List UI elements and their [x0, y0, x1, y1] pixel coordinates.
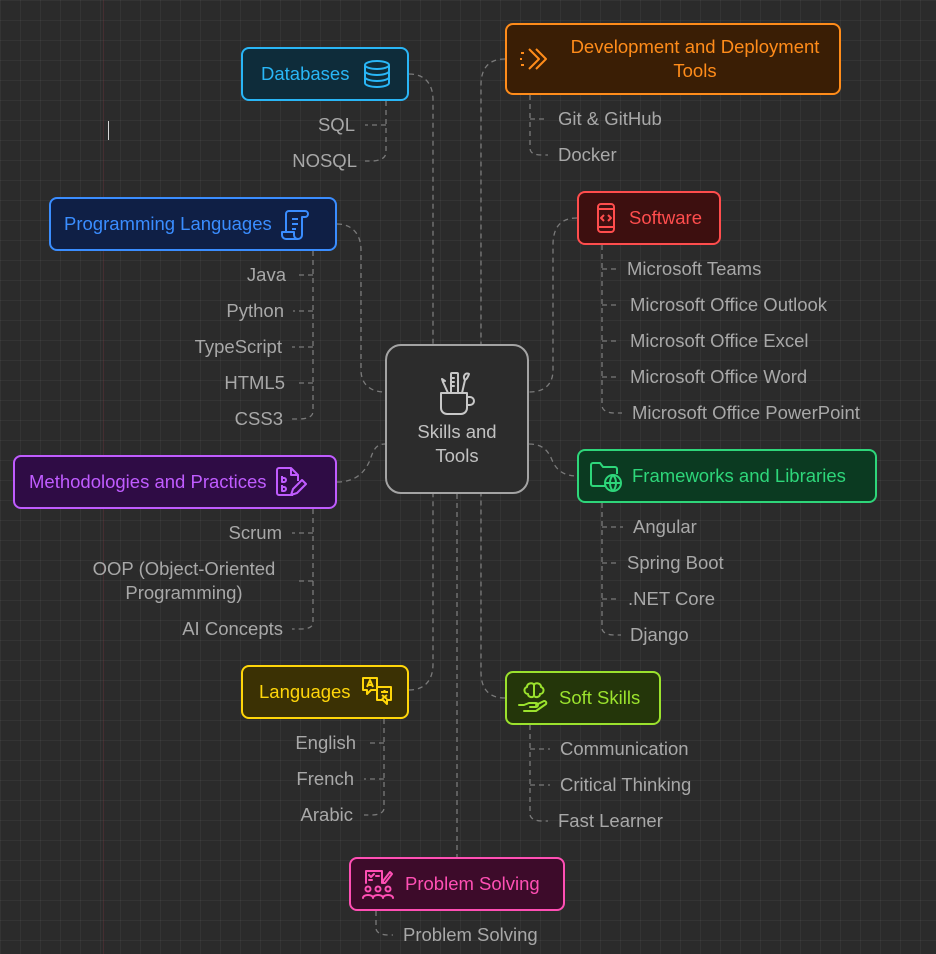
frameworks-item: Spring Boot [627, 552, 724, 573]
category-languages-label: Languages [259, 681, 351, 702]
databases-item: SQL [317, 114, 355, 135]
category-software-label: Software [629, 207, 703, 228]
software-item: Microsoft Office PowerPoint [632, 402, 860, 423]
category-softskills[interactable]: Soft Skills [505, 671, 661, 725]
software-item: Microsoft Office Outlook [630, 294, 828, 315]
leaf-line-methodologies [292, 509, 314, 630]
software-item: Microsoft Office Excel [630, 330, 809, 351]
programming-item: Java [246, 264, 286, 285]
category-devtools[interactable]: Development and Deployment Tools [505, 23, 841, 95]
frameworks-item: Django [630, 624, 689, 645]
softskills-item: Critical Thinking [560, 774, 692, 795]
methodologies-item: AI Concepts [182, 618, 283, 639]
languages-item: English [295, 732, 356, 753]
software-item: Microsoft Teams [627, 258, 762, 279]
databases-item: NOSQL [292, 150, 357, 171]
devtools-item: Docker [558, 144, 617, 165]
programming-item: TypeScript [194, 336, 282, 357]
script-scroll-icon [280, 210, 309, 240]
leaf-line-programming [292, 251, 314, 420]
connector-frameworks [528, 443, 578, 477]
problemsolving-item: Problem Solving [403, 924, 538, 945]
programming-item: Python [226, 300, 284, 321]
leaf-line-software [601, 245, 622, 414]
category-programming-label: Programming Languages [64, 213, 272, 234]
languages-item: French [296, 768, 354, 789]
category-databases[interactable]: Databases [241, 47, 409, 101]
mobile-code-icon [597, 203, 615, 233]
frameworks-item: .NET Core [628, 588, 716, 609]
pen-cup-icon [440, 372, 475, 415]
category-databases-label: Databases [261, 63, 350, 84]
connector-methodologies [336, 443, 386, 483]
softskills-item: Fast Learner [558, 810, 663, 831]
category-languages[interactable]: Languages [241, 665, 409, 719]
connector-databases [408, 73, 434, 344]
category-programming[interactable]: Programming Languages [49, 197, 337, 251]
database-icon [364, 60, 391, 89]
brain-hand-icon [518, 682, 548, 712]
leaf-line-softskills [529, 725, 548, 822]
center-title: Skills and Tools [417, 421, 497, 466]
leaf-line-frameworks [601, 503, 621, 636]
category-frameworks[interactable]: Frameworks and Libraries [577, 449, 877, 503]
category-methodologies-label: Methodologies and Practices [29, 471, 267, 492]
team-checklist-icon [362, 870, 394, 899]
connector-languages [408, 494, 434, 691]
leaf-line-languages [364, 719, 385, 816]
methodologies-item: Scrum [228, 522, 282, 543]
leaf-line-devtools [529, 95, 548, 156]
category-methodologies[interactable]: Methodologies and Practices [13, 455, 337, 509]
category-devtools-label: Development and Deployment Tools [570, 36, 820, 81]
category-frameworks-label: Frameworks and Libraries [632, 465, 846, 486]
softskills-item: Communication [560, 738, 689, 759]
leaf-line-problemsolving [375, 911, 393, 936]
category-problemsolving-label: Problem Solving [405, 873, 540, 894]
languages-item: Arabic [300, 804, 353, 825]
methodologies-item: OOP (Object-Oriented Programming) [92, 558, 276, 603]
category-software[interactable]: Software [577, 191, 721, 245]
connector-programming [336, 223, 386, 393]
software-item: Microsoft Office Word [630, 366, 808, 387]
connector-devtools [480, 58, 506, 344]
devtools-item: Git & GitHub [558, 108, 662, 129]
programming-item: CSS3 [234, 408, 283, 429]
center-node[interactable]: Skills and Tools [385, 344, 529, 494]
chevrons-right-icon [520, 48, 547, 70]
translate-icon [361, 677, 392, 705]
category-problemsolving[interactable]: Problem Solving [349, 857, 565, 911]
category-softskills-label: Soft Skills [559, 687, 641, 708]
connector-softskills [480, 494, 506, 699]
programming-item: HTML5 [224, 372, 285, 393]
text-cursor [108, 121, 109, 140]
document-edit-icon [275, 467, 307, 496]
leaf-line-databases [365, 101, 387, 162]
frameworks-item: Angular [633, 516, 697, 537]
connector-software [528, 217, 578, 393]
folder-globe-icon [590, 462, 622, 492]
